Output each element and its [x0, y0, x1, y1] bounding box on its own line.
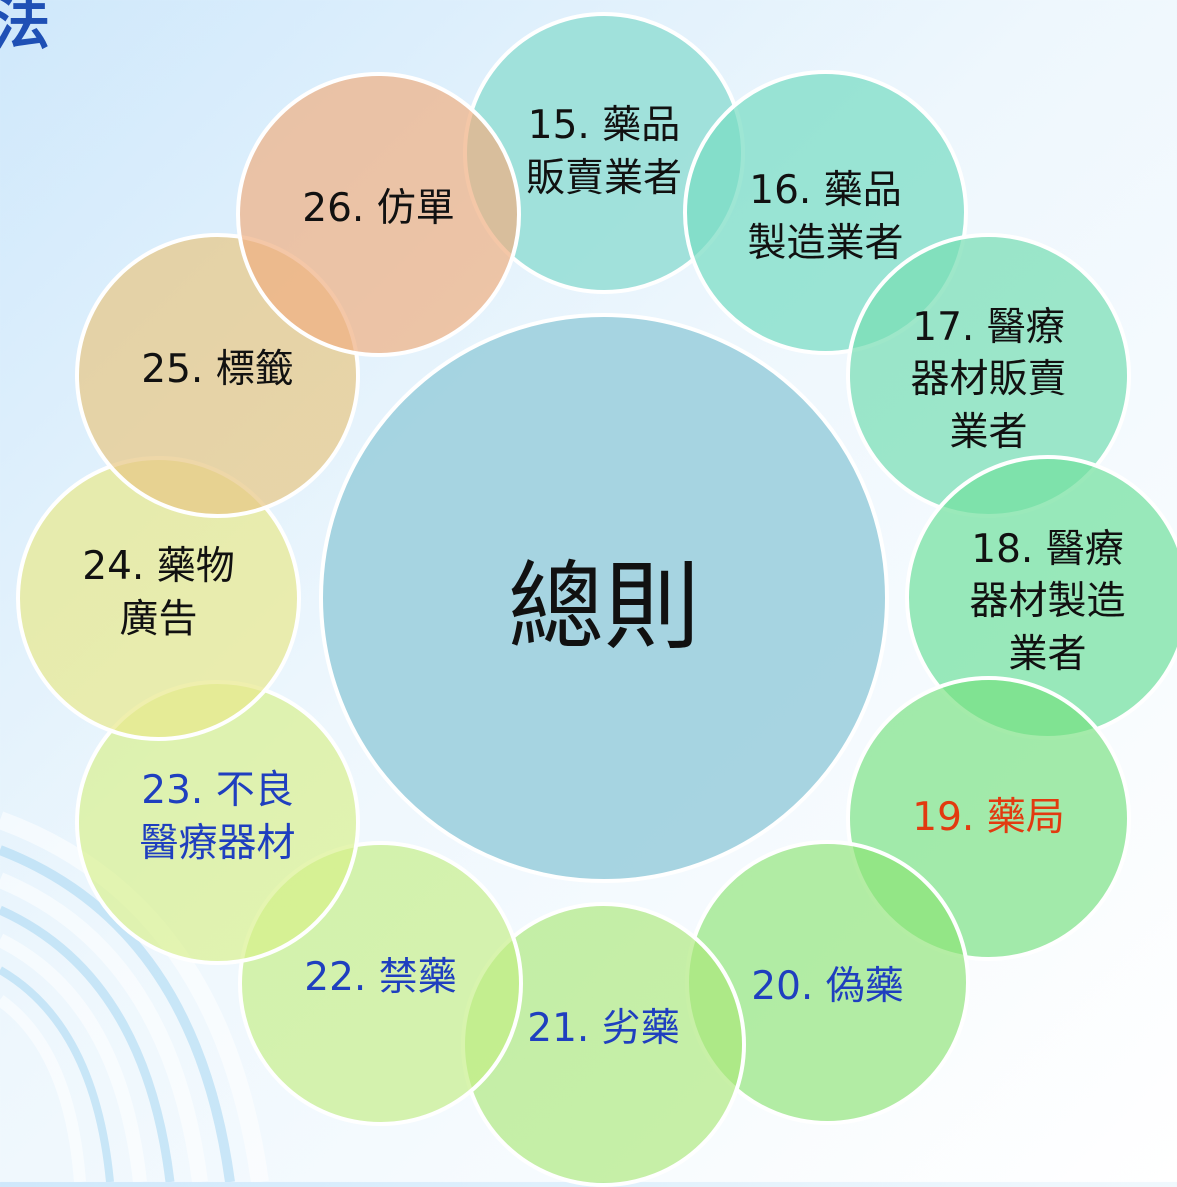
center-label: 總則 [508, 550, 700, 663]
chapter-17-line-2: 器材販賣 [910, 357, 1067, 403]
chapter-23-line-2: 醫療器材 [139, 820, 296, 866]
chapter-15-line-1: 15. 藥品 [527, 103, 681, 149]
chapter-18-line-3: 業者 [1008, 631, 1087, 677]
chapter-15-line-2: 販賣業者 [525, 156, 682, 201]
chapter-25-line-1: 25. 標籤 [141, 347, 294, 393]
chapter-23-line-1: 23. 不良 [141, 767, 294, 813]
chapter-16-line-1: 16. 藥品 [749, 167, 902, 213]
chapter-18-line-1: 18. 醫療 [971, 526, 1124, 572]
chapter-20-line-1: 20. 偽藥 [751, 964, 904, 1010]
center-general-provisions[interactable]: 總則 [319, 313, 889, 883]
chapter-17-line-3: 業者 [949, 409, 1028, 455]
chapter-17-line-1: 17. 醫療 [912, 304, 1065, 350]
chapter-19-line-1: 19. 藥局 [912, 795, 1065, 841]
chapter-26-line-1: 26. 仿單 [302, 186, 455, 232]
page-title-fragment: 法 [0, 0, 51, 57]
chapter-16-line-2: 製造業者 [747, 220, 904, 266]
chapter-24-line-1: 24. 藥物 [82, 543, 235, 589]
chapter-18-line-2: 器材製造 [969, 579, 1126, 625]
chapter-26-bubble[interactable]: 26. 仿單 [236, 72, 521, 357]
chapter-20-bubble[interactable]: 20. 偽藥 [685, 840, 970, 1125]
chapter-24-line-2: 廣告 [119, 596, 198, 642]
chapter-22-line-1: 22. 禁藥 [304, 955, 457, 1001]
chapter-21-line-1: 21. 劣藥 [527, 1006, 680, 1052]
